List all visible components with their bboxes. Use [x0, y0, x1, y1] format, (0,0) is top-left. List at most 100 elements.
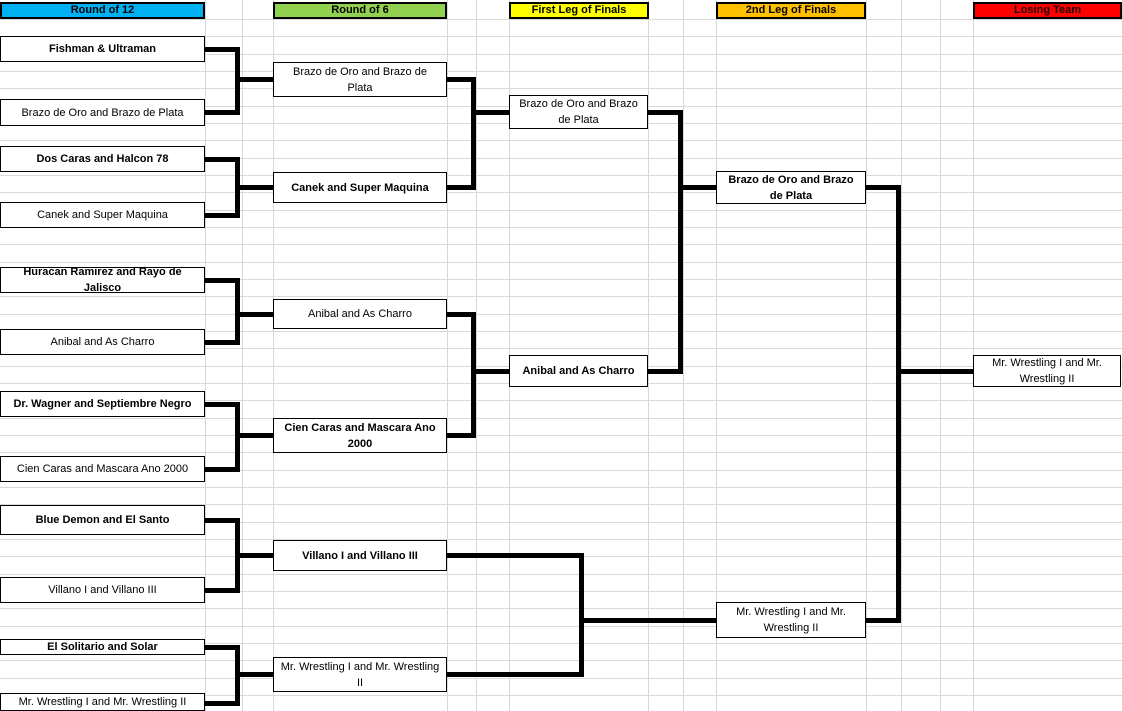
r6-team-5: Villano I and Villano III: [273, 540, 447, 571]
gridline-horizontal: [0, 400, 1122, 401]
gridline-horizontal: [0, 348, 1122, 349]
r12-team-12: Mr. Wrestling I and Mr. Wrestling II: [0, 693, 205, 711]
gridline-horizontal: [0, 452, 1122, 453]
gridline-horizontal: [0, 88, 1122, 89]
r6-team-4: Cien Caras and Mascara Ano 2000: [273, 418, 447, 453]
gridline-horizontal: [0, 19, 1122, 20]
bracket-line: [471, 77, 476, 190]
bracket-line: [579, 617, 716, 623]
second-leg-team-2: Mr. Wrestling I and Mr. Wrestling II: [716, 602, 866, 638]
bracket-line: [205, 212, 240, 218]
first-leg-team-2: Anibal and As Charro: [509, 355, 648, 387]
bracket-line: [447, 553, 584, 558]
bracket-line: [205, 277, 240, 283]
gridline-horizontal: [0, 418, 1122, 419]
bracket-line: [447, 672, 584, 677]
bracket-line: [235, 77, 273, 82]
bracket-line: [205, 109, 240, 115]
gridline-horizontal: [0, 71, 1122, 72]
gridline-horizontal: [0, 643, 1122, 644]
bracket-line: [447, 311, 476, 317]
gridline-vertical: [648, 0, 649, 711]
gridline-horizontal: [0, 296, 1122, 297]
bracket-line: [205, 587, 240, 593]
gridline-vertical: [940, 0, 941, 711]
gridline-horizontal: [0, 435, 1122, 436]
r12-team-3: Dos Caras and Halcon 78: [0, 146, 205, 172]
r12-team-2: Brazo de Oro and Brazo de Plata: [0, 99, 205, 126]
gridline-horizontal: [0, 470, 1122, 471]
bracket-line: [447, 185, 476, 190]
bracket-line: [896, 368, 973, 374]
gridline-vertical: [205, 0, 206, 711]
bracket-line: [471, 109, 509, 115]
gridline-horizontal: [0, 608, 1122, 609]
gridline-vertical: [242, 0, 243, 711]
r12-team-6: Anibal and As Charro: [0, 329, 205, 355]
gridline-horizontal: [0, 626, 1122, 627]
r12-team-8: Cien Caras and Mascara Ano 2000: [0, 456, 205, 482]
gridline-horizontal: [0, 175, 1122, 176]
gridline-horizontal: [0, 314, 1122, 315]
gridline-horizontal: [0, 504, 1122, 505]
gridline-horizontal: [0, 244, 1122, 245]
gridline-horizontal: [0, 678, 1122, 679]
gridline-horizontal: [0, 695, 1122, 696]
r12-team-10: Villano I and Villano III: [0, 577, 205, 603]
r12-team-7: Dr. Wagner and Septiembre Negro: [0, 391, 205, 417]
header-losing-team: Losing Team: [973, 2, 1122, 19]
bracket-line: [648, 109, 683, 115]
header-round-of-6: Round of 6: [273, 2, 447, 19]
bracket-line: [205, 156, 240, 162]
bracket-line: [471, 311, 476, 438]
gridline-vertical: [273, 0, 274, 711]
bracket-line: [205, 46, 240, 52]
bracket-line: [205, 644, 240, 650]
gridline-horizontal: [0, 192, 1122, 193]
r12-team-9: Blue Demon and El Santo: [0, 505, 205, 535]
bracket-line: [205, 517, 240, 523]
bracket-line: [447, 77, 476, 82]
gridline-vertical: [901, 0, 902, 711]
gridline-vertical: [447, 0, 448, 711]
second-leg-team-1: Brazo de Oro and Brazo de Plata: [716, 171, 866, 204]
gridline-horizontal: [0, 591, 1122, 592]
r6-team-3: Anibal and As Charro: [273, 299, 447, 329]
bracket-line: [205, 339, 240, 345]
gridline-horizontal: [0, 660, 1122, 661]
bracket-line: [866, 185, 901, 190]
bracket-line: [205, 401, 240, 407]
gridline-vertical: [476, 0, 477, 711]
r12-team-11: El Solitario and Solar: [0, 639, 205, 655]
r12-team-5: Huracan Ramirez and Rayo de Jalisco: [0, 266, 205, 294]
gridline-vertical: [683, 0, 684, 711]
gridline-horizontal: [0, 210, 1122, 211]
bracket-line: [866, 617, 901, 623]
bracket-line: [579, 553, 584, 677]
r6-team-6: Mr. Wrestling I and Mr. Wrestling II: [273, 657, 447, 692]
bracket-line: [235, 672, 273, 677]
losing-team-box: Mr. Wrestling I and Mr. Wrestling II: [973, 355, 1121, 387]
r6-team-1: Brazo de Oro and Brazo de Plata: [273, 62, 447, 97]
header-first-leg: First Leg of Finals: [509, 2, 649, 19]
bracket-line: [447, 433, 476, 438]
bracket-line: [896, 185, 901, 623]
header-second-leg: 2nd Leg of Finals: [716, 2, 866, 19]
gridline-vertical: [716, 0, 717, 711]
bracket-line: [235, 277, 240, 345]
bracket-line: [235, 553, 273, 558]
first-leg-team-1: Brazo de Oro and Brazo de Plata: [509, 95, 648, 129]
gridline-horizontal: [0, 140, 1122, 141]
gridline-horizontal: [0, 522, 1122, 523]
bracket-line: [471, 368, 509, 374]
gridline-horizontal: [0, 227, 1122, 228]
gridline-vertical: [866, 0, 867, 711]
gridline-horizontal: [0, 262, 1122, 263]
r12-team-4: Canek and Super Maquina: [0, 202, 205, 228]
r6-team-2: Canek and Super Maquina: [273, 172, 447, 203]
gridline-horizontal: [0, 54, 1122, 55]
gridline-horizontal: [0, 279, 1122, 280]
bracket-line: [648, 368, 683, 374]
r12-team-1: Fishman & Ultraman: [0, 36, 205, 62]
